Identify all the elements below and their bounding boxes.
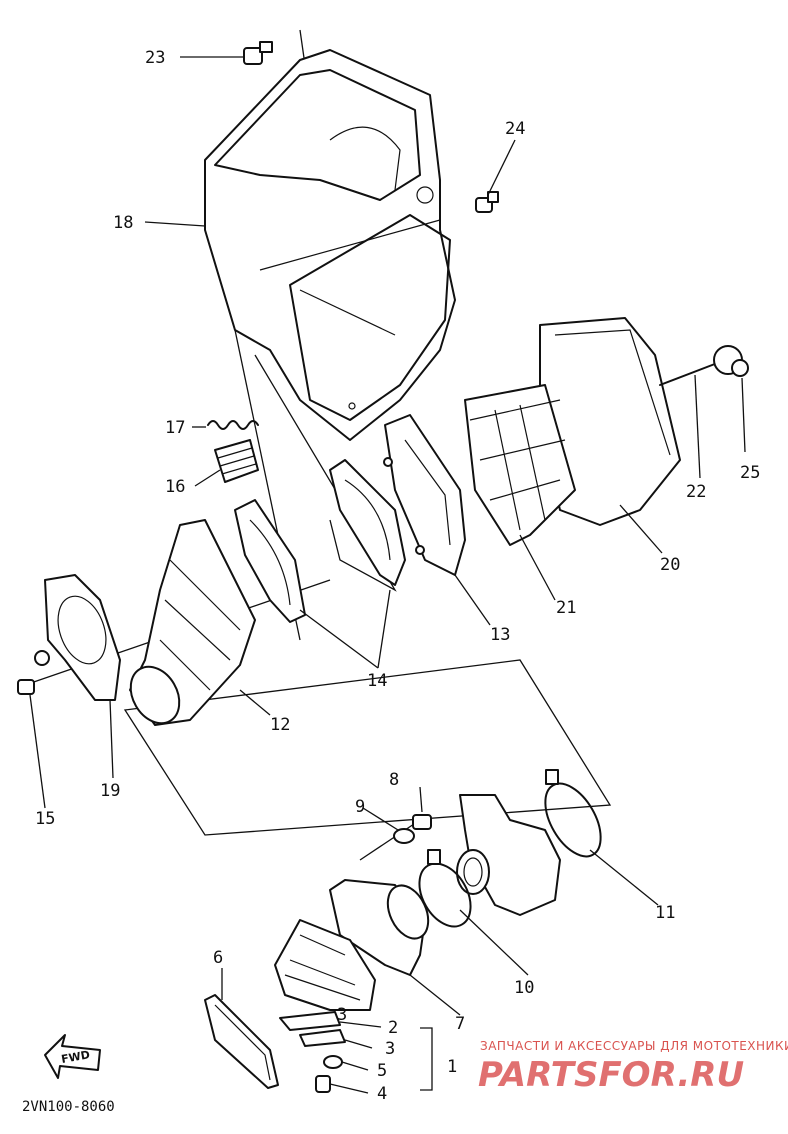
gasket-part-6 (204, 994, 279, 1089)
callout-20: 20 (660, 555, 680, 575)
filter-plate-part-13 (383, 414, 466, 576)
callout-8: 8 (389, 770, 399, 790)
spring-part-17 (207, 420, 259, 430)
washer-part-9 (393, 828, 415, 844)
bolt-part-15 (17, 679, 35, 695)
bolt-part-24 (475, 191, 499, 213)
air-box-part-18 (204, 49, 456, 441)
carburetor (456, 794, 561, 916)
wing-nut-part-25 (731, 359, 749, 377)
callout-4: 4 (377, 1084, 387, 1104)
callout-15: 15 (35, 809, 55, 829)
clamp-part-10 (418, 849, 472, 928)
watermark-logo: PARTSFOR.RU (478, 1055, 744, 1095)
forward-arrow-icon: FWD (44, 1034, 101, 1079)
callout-1: 1 (447, 1057, 457, 1077)
callout-23: 23 (145, 48, 165, 68)
callout-9: 9 (355, 797, 365, 817)
filter-guide-part-21 (464, 384, 576, 546)
clamp-part-11 (544, 769, 602, 858)
callout-3: 3 (385, 1039, 395, 1059)
intake-manifold-part-7 (329, 879, 430, 976)
washer-part-5 (323, 1055, 343, 1069)
joint-plate-part-19 (34, 574, 121, 701)
callout-13: 13 (490, 625, 510, 645)
callout-25: 25 (740, 463, 760, 483)
callout-12: 12 (270, 715, 290, 735)
callout-21: 21 (556, 598, 576, 618)
intake-joint-part-12 (129, 519, 256, 726)
watermark-tagline: ЗАПЧАСТИ И АКСЕССУАРЫ ДЛЯ МОТОТЕХНИКИ (480, 1039, 788, 1053)
callout-18: 18 (113, 213, 133, 233)
callout-7: 7 (455, 1014, 465, 1034)
callout-labels: 23 24 18 17 16 25 22 20 21 13 14 12 19 1… (35, 48, 760, 1104)
callout-3-upper: 3 (337, 1005, 347, 1025)
callout-17: 17 (165, 418, 185, 438)
callout-10: 10 (514, 978, 534, 998)
callout-19: 19 (100, 781, 120, 801)
callout-14: 14 (367, 671, 387, 691)
fwd-label: FWD (60, 1048, 91, 1066)
gasket-part-14 (234, 459, 406, 623)
bolt-part-23 (243, 41, 273, 65)
damper-part-16 (214, 439, 259, 483)
bolt-part-8 (412, 814, 432, 830)
callout-24: 24 (505, 119, 525, 139)
callout-11: 11 (655, 903, 675, 923)
reed-part-3 (299, 1029, 346, 1047)
reed-stopper-part-2 (279, 1011, 341, 1031)
callout-leaders (29, 56, 746, 1094)
diagram-code: 2VN100-8060 (22, 1099, 115, 1115)
callout-2: 2 (388, 1018, 398, 1038)
air-filter-part-20 (539, 317, 681, 526)
callout-16: 16 (165, 477, 185, 497)
filter-bolt-part-22 (659, 345, 743, 386)
callout-6: 6 (213, 948, 223, 968)
callout-22: 22 (686, 482, 706, 502)
reed-valve-part-1 (274, 919, 376, 1011)
screw-part-4 (315, 1075, 331, 1093)
watermark: ЗАПЧАСТИ И АКСЕССУАРЫ ДЛЯ МОТОТЕХНИКИ PA… (478, 1039, 788, 1095)
callout-5: 5 (377, 1061, 387, 1081)
